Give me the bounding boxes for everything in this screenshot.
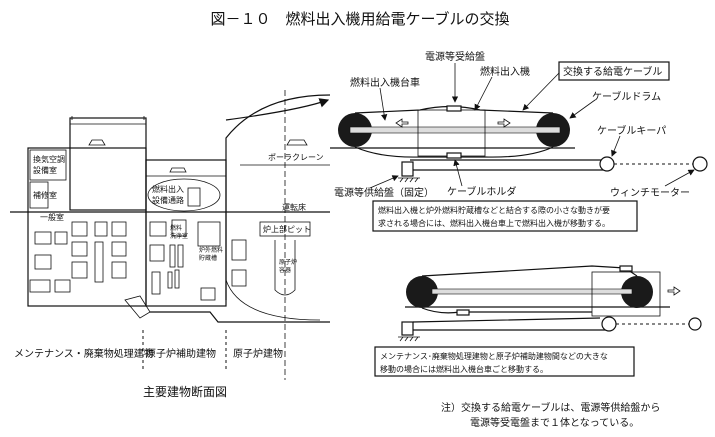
note-small-move-box [372, 200, 638, 232]
footnote-line1: 注）交換する給電ケーブルは、電源等供給盤から [441, 401, 660, 414]
winch-motor-circle [692, 156, 708, 172]
label-cable-holder: ケーブルホルダ [447, 185, 516, 198]
label-replaced-cable: 交換する給電ケーブル [563, 65, 662, 78]
label-fuel-passage: 燃料出入 [152, 184, 184, 194]
label-vessel-2: 容器 [279, 266, 291, 274]
label-reactor-building: 原子炉建物 [233, 347, 283, 360]
label-wash-room-2: 洗浄室 [170, 232, 188, 240]
fuel-passage-ellipse [147, 178, 221, 212]
label-repair-room: 補修室 [33, 190, 57, 200]
carriage-rail [349, 126, 561, 134]
mechanism-small-move: 電源等受給盤 燃料出入機 交換する給電ケーブル 燃料出入機台車 ケーブルドラム … [330, 50, 708, 232]
label-upper-pit: 炉上部ピット [263, 224, 311, 234]
cable-keeper-circle [599, 156, 615, 172]
note-large-move-line1: メンテナンス･廃棄物処理建物と原子炉補助建物間などの大きな [380, 351, 608, 361]
replaced-cable-label-box [558, 61, 670, 81]
footnote-line2: 電源等受電盤まで１体となっている。 [470, 416, 639, 429]
label-cable-keeper: ケーブルキーパ [597, 124, 666, 137]
label-general-room: 一般室 [40, 212, 64, 222]
label-storage: 炉外燃料 [199, 246, 223, 254]
label-polar-crane: ポーラクレーン [268, 153, 324, 162]
label-storage-2: 貯蔵槽 [199, 254, 217, 262]
label-supply-panel: 電源等供給盤（固定） [334, 186, 434, 199]
building-section: 換気空調 設備室 補修室 一般室 燃料出入 設備通路 ポーラクレーン 運転床 炉… [10, 90, 331, 399]
label-vessel: 原子炉 [279, 258, 297, 266]
label-fuel-passage-2: 設備通路 [152, 195, 184, 205]
fuel-handling-machine-2 [591, 271, 661, 317]
label-maintenance-building: メンテナンス・廃棄物処理建物 [14, 347, 154, 360]
note-large-move-line2: 移動の場合には燃料出入機台車ごと移動する。 [380, 364, 548, 374]
carriage-rail-2 [431, 288, 633, 295]
supply-panel-box [401, 161, 414, 177]
label-operating-floor: 運転床 [282, 202, 306, 212]
label-wash-room: 燃料 [170, 224, 182, 232]
figure-title: 図－１０ 燃料出入機用給電ケーブルの交換 [210, 10, 509, 28]
receiving-panel-box [446, 105, 462, 112]
cable-keeper-circle-2 [601, 316, 617, 332]
label-winch-motor: ウィンチモーター [610, 187, 690, 199]
cable-drum-right-2 [621, 276, 653, 308]
label-receiving-panel: 電源等受給盤 [425, 50, 485, 63]
note-large-move-box [374, 346, 635, 377]
label-cable-drum: ケーブルドラム [592, 90, 661, 103]
cable-holder-box [446, 152, 462, 159]
section-caption: 主要建物断面図 [143, 384, 227, 399]
label-auxiliary-building: 原子炉補助建物 [146, 347, 216, 360]
note-small-move-line2: 求される場合には、燃料出入機台車上で燃料出入機が移動する。 [378, 218, 610, 228]
supply-panel-box-2 [401, 321, 414, 336]
arrow-left-icon [395, 118, 409, 128]
label-hvac-room-2: 設備室 [33, 165, 57, 175]
note-small-move-line1: 燃料出入機と炉外燃料貯蔵槽などと結合する際の小さな動きが要 [378, 205, 610, 215]
arrow-right-icon-2 [667, 286, 681, 296]
mechanism-large-move: メンテナンス･廃棄物処理建物と原子炉補助建物間などの大きな 移動の場合には燃料出… [374, 265, 702, 377]
label-hvac-room: 換気空調 [33, 154, 65, 164]
arrow-right-icon [497, 118, 511, 128]
winch-motor-circle-2 [688, 317, 702, 331]
cable-drum-left-2 [406, 276, 438, 308]
label-carriage: 燃料出入機台車 [350, 76, 420, 89]
label-fuel-handling-machine: 燃料出入機 [480, 65, 530, 78]
